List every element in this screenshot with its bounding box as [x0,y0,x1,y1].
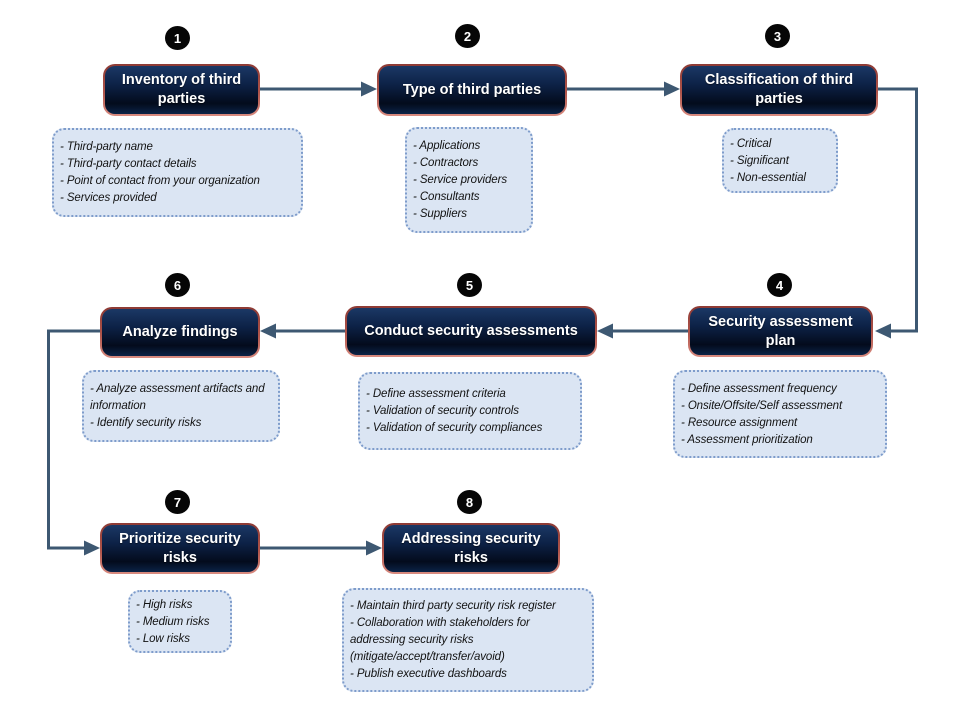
note-line: - Third-party name [60,141,153,153]
step-8-title: Addressing security risks [384,525,558,572]
step-2-number: 2 [463,28,472,44]
step-2-note: - Applications - Contractors - Service p… [405,127,533,233]
note-line: - Applications [413,140,481,152]
step-3-note: - Critical - Significant - Non-essential [722,128,838,193]
arrowhead-into-8 [366,540,382,556]
step-2-box: Type of third parties [377,64,567,116]
arrowhead-into-3 [664,81,680,97]
step-8-box: Addressing security risks [382,523,560,574]
step-2-number-badge: 2 [455,24,480,48]
step-2-title: Type of third parties [379,66,565,114]
step-6-note: - Analyze assessment artifacts and infor… [82,370,280,442]
note-line: - Point of contact from your organizatio… [60,175,260,187]
step-6-number-badge: 6 [165,273,190,297]
arrow-3-to-4 [876,87,918,333]
step-3-title: Classification of third parties [682,66,876,114]
note-line: - Identify security risks [90,417,202,429]
note-line: - Suppliers [413,208,467,220]
note-line: - Define assessment frequency [681,382,837,395]
step-7-title: Prioritize security risks [102,525,258,572]
step-4-note: - Define assessment frequency - Onsite/O… [673,370,887,458]
step-4-title: Security assessment plan [690,308,871,355]
note-line: - Contractors [413,157,479,169]
arrowhead-into-7 [84,540,100,556]
step-6-number: 6 [173,277,182,293]
step-1-title: Inventory of third parties [105,66,258,114]
arrowhead-into-6 [260,323,276,339]
step-3-number: 3 [773,28,782,44]
step-5-number-badge: 5 [457,273,482,297]
step-7-number-badge: 7 [165,490,190,514]
step-4-number-badge: 4 [767,273,792,297]
step-1-number: 1 [173,30,182,46]
step-1-note: - Third-party name - Third-party contact… [52,128,303,217]
step-6-box: Analyze findings [100,307,260,358]
step-3-number-badge: 3 [765,24,790,48]
step-4-box: Security assessment plan [688,306,873,357]
note-line: - Analyze assessment artifacts and infor… [90,383,265,412]
step-7-note: - High risks - Medium risks - Low risks [128,590,232,653]
note-line: - Medium risks [136,615,210,628]
note-line: - Resource assignment [681,416,798,429]
note-line: - Significant [730,154,789,167]
note-line: - Maintain third party security risk reg… [350,600,556,612]
step-1-box: Inventory of third parties [103,64,260,116]
step-1-number-badge: 1 [165,26,190,50]
arrowhead-into-5 [597,323,613,339]
step-4-number: 4 [775,277,784,293]
step-5-note: - Define assessment criteria - Validatio… [358,372,582,450]
step-7-number: 7 [173,494,182,510]
note-line: - Validation of security compliances [366,422,543,434]
note-line: - Non-essential [730,171,806,184]
step-6-title: Analyze findings [102,309,258,356]
arrowhead-into-2 [361,81,377,97]
note-line: - Publish executive dashboards [350,668,507,680]
note-line: - Collaboration with stakeholders for ad… [350,617,530,663]
note-line: - Low risks [136,632,190,645]
note-line: - Assessment prioritization [681,433,813,446]
note-line: - Service providers [413,174,507,186]
note-line: - Critical [730,137,772,150]
step-3-box: Classification of third parties [680,64,878,116]
note-line: - Define assessment criteria [366,388,506,400]
note-line: - Validation of security controls [366,405,519,417]
note-line: - Onsite/Offsite/Self assessment [681,399,843,412]
step-5-title: Conduct security assessments [347,308,595,355]
note-line: - Third-party contact details [60,158,197,170]
step-5-number: 5 [465,277,474,293]
step-8-number: 8 [465,494,474,510]
arrowhead-into-4 [875,323,891,339]
note-line: - Consultants [413,191,480,203]
step-8-note: - Maintain third party security risk reg… [342,588,594,692]
arrow-6-to-7 [47,329,100,550]
step-8-number-badge: 8 [457,490,482,514]
step-5-box: Conduct security assessments [345,306,597,357]
note-line: - Services provided [60,192,157,204]
step-7-box: Prioritize security risks [100,523,260,574]
note-line: - High risks [136,598,193,611]
